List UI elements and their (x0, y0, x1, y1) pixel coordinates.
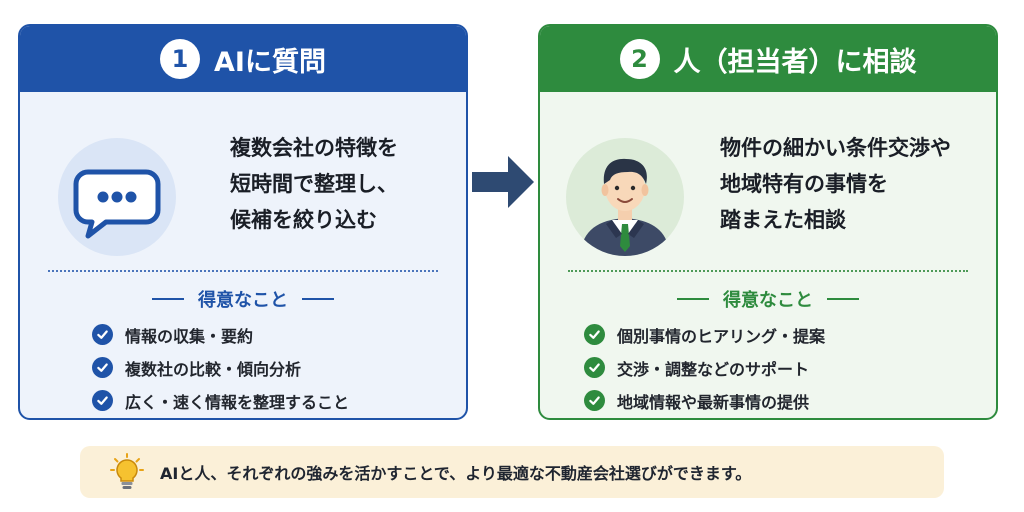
strength-text: 情報の収集・要約 (125, 326, 254, 346)
strengths-heading-text: 得意なこと (723, 290, 813, 311)
check-circle-icon (584, 357, 605, 378)
dotted-divider (568, 270, 968, 272)
strength-text: 地域情報や最新事情の提供 (617, 392, 810, 412)
tip-text: AIと人、それぞれの強みを活かすことで、より最適な不動産会社選びができます。 (160, 464, 752, 483)
businessman-icon (566, 138, 684, 256)
ai-strengths-heading: 得意なこと (20, 286, 466, 312)
ai-card-body: 複数会社の特徴を 短時間で整理し、 候補を絞り込む 得意なこと 情報の収集・要約… (20, 92, 466, 418)
chat-bubble-icon (58, 138, 176, 256)
human-description: 物件の細かい条件交渉や 地域特有の事情を 踏まえた相談 (720, 130, 951, 238)
ai-card-title: AIに質問 (214, 46, 326, 78)
step-number-badge: 1 (160, 39, 201, 79)
human-card-body: 物件の細かい条件交渉や 地域特有の事情を 踏まえた相談 得意なこと 個別事情のヒ… (540, 92, 996, 418)
lightbulb-icon (110, 453, 144, 491)
human-card-header: 2 人（担当者）に相談 (540, 26, 996, 92)
list-item: 複数社の比較・傾向分析 (92, 351, 349, 384)
description-line: 候補を絞り込む (230, 208, 377, 232)
list-item: 個別事情のヒアリング・提案 (584, 318, 825, 351)
description-line: 地域特有の事情を (720, 172, 888, 196)
check-circle-icon (584, 390, 605, 411)
heading-dash (152, 298, 184, 300)
description-line: 物件の細かい条件交渉や (720, 136, 951, 160)
description-line: 複数会社の特徴を (230, 136, 398, 160)
list-item: 地域情報や最新事情の提供 (584, 384, 825, 417)
list-item: 広く・速く情報を整理すること (92, 384, 349, 417)
arrow-right-icon (468, 152, 538, 212)
heading-dash (827, 298, 859, 300)
strength-text: 個別事情のヒアリング・提案 (617, 326, 826, 346)
heading-dash (302, 298, 334, 300)
ai-card-header: 1 AIに質問 (20, 26, 466, 92)
tip-banner: AIと人、それぞれの強みを活かすことで、より最適な不動産会社選びができます。 (80, 446, 944, 498)
strength-text: 複数社の比較・傾向分析 (125, 359, 302, 379)
ai-card: 1 AIに質問 複数会社の特徴を 短時間で整理し、 候補を絞り込む 得意なこと (18, 24, 468, 420)
strengths-heading-text: 得意なこと (198, 290, 288, 311)
description-line: 短時間で整理し、 (230, 172, 398, 196)
human-card-title: 人（担当者）に相談 (673, 46, 917, 78)
ai-description: 複数会社の特徴を 短時間で整理し、 候補を絞り込む (230, 130, 398, 238)
list-item: 交渉・調整などのサポート (584, 351, 825, 384)
dotted-divider (48, 270, 438, 272)
strength-text: 交渉・調整などのサポート (617, 359, 810, 379)
check-circle-icon (92, 357, 113, 378)
check-circle-icon (92, 324, 113, 345)
check-circle-icon (92, 390, 113, 411)
list-item: 情報の収集・要約 (92, 318, 349, 351)
check-circle-icon (584, 324, 605, 345)
heading-dash (677, 298, 709, 300)
step-number-badge: 2 (619, 39, 660, 79)
human-card: 2 人（担当者）に相談 (538, 24, 998, 420)
human-strengths-list: 個別事情のヒアリング・提案 交渉・調整などのサポート 地域情報や最新事情の提供 (584, 318, 825, 417)
description-line: 踏まえた相談 (720, 208, 846, 232)
strength-text: 広く・速く情報を整理すること (125, 392, 350, 412)
human-strengths-heading: 得意なこと (540, 286, 996, 312)
ai-strengths-list: 情報の収集・要約 複数社の比較・傾向分析 広く・速く情報を整理すること (92, 318, 349, 417)
